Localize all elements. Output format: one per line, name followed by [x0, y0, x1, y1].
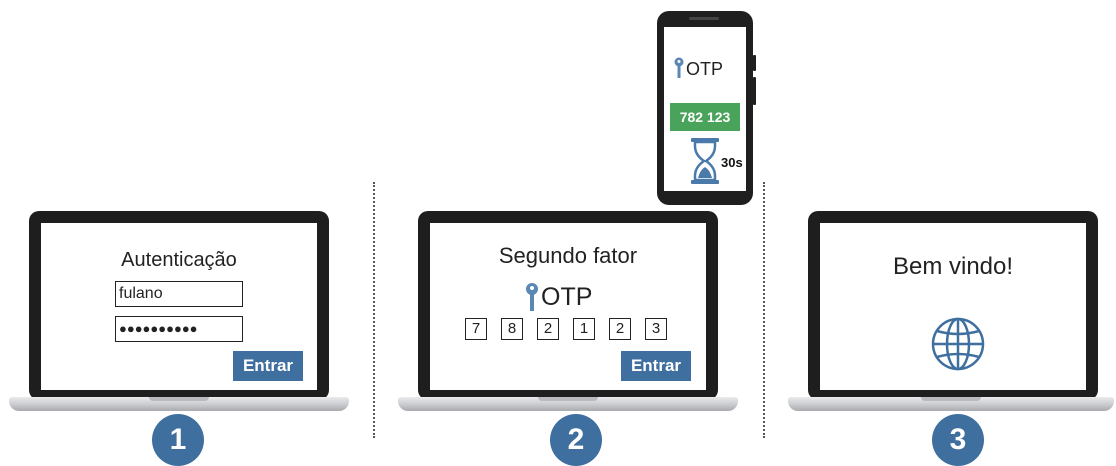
otp-code-display: 782 123: [670, 103, 740, 131]
phone-speaker: [689, 17, 719, 20]
step-1-badge: 1: [152, 414, 204, 466]
hourglass-icon: [691, 138, 719, 184]
otp-digit-box[interactable]: 2: [537, 318, 559, 340]
otp-label: OTP: [541, 283, 593, 311]
enter-button[interactable]: Entrar: [621, 351, 691, 381]
divider-1: [373, 182, 375, 438]
laptop-1-screen: Autenticação fulano ●●●●●●●●●● Entrar: [41, 223, 317, 390]
welcome-title: Bem vindo!: [892, 253, 1014, 280]
laptop-1-base: [9, 397, 349, 411]
divider-2: [763, 182, 765, 438]
otp-digit-box[interactable]: 8: [501, 318, 523, 340]
second-factor-title: Segundo fator: [498, 243, 638, 268]
key-icon: [674, 57, 684, 78]
step-3-badge: 3: [932, 414, 984, 466]
laptop-2-screen: Segundo fator OTP 7 8 2 1 2 3 Entrar: [430, 223, 706, 390]
enter-button[interactable]: Entrar: [233, 351, 303, 381]
laptop-3-base: [788, 397, 1114, 411]
globe-icon: [931, 317, 985, 371]
phone-screen: OTP 782 123 30s: [664, 27, 746, 191]
step-2-badge: 2: [550, 414, 602, 466]
username-field[interactable]: fulano: [115, 281, 243, 307]
smartphone: OTP 782 123 30s: [657, 11, 756, 205]
laptop-2-base: [398, 397, 738, 411]
otp-digit-box[interactable]: 7: [465, 318, 487, 340]
auth-title: Autenticação: [121, 249, 237, 271]
phone-otp-label: OTP: [686, 59, 724, 79]
laptop-3-screen: Bem vindo!: [820, 223, 1086, 390]
timer-text: 30s: [721, 155, 743, 170]
otp-digit-box[interactable]: 1: [573, 318, 595, 340]
laptop-1: Autenticação fulano ●●●●●●●●●● Entrar: [29, 211, 329, 400]
laptop-3: Bem vindo!: [808, 211, 1098, 400]
password-field[interactable]: ●●●●●●●●●●: [115, 316, 243, 342]
otp-digit-box[interactable]: 3: [645, 318, 667, 340]
key-icon: [526, 283, 538, 311]
otp-digit-box[interactable]: 2: [609, 318, 631, 340]
laptop-2: Segundo fator OTP 7 8 2 1 2 3 Entrar: [418, 211, 718, 400]
